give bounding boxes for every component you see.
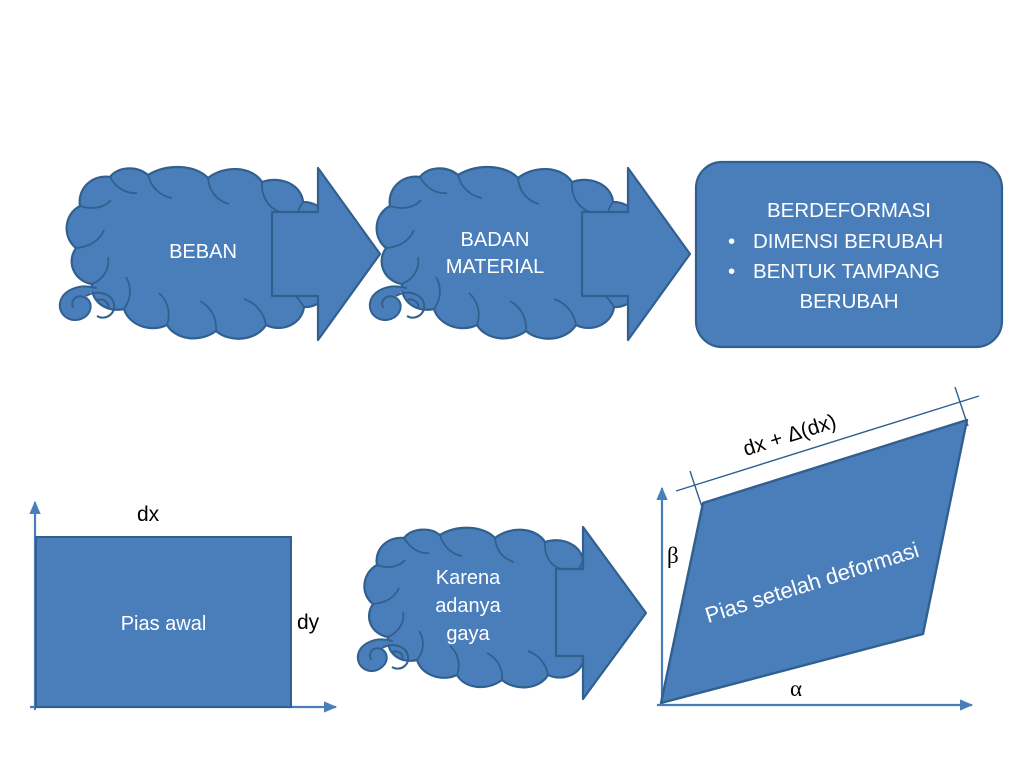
deformed-element-shape — [659, 418, 969, 705]
cloud-label-gaya: gaya — [446, 623, 490, 645]
result-box-shape — [694, 160, 1004, 349]
deformed-top-dimension-line — [675, 386, 980, 511]
initial-element-width-label: dx — [137, 503, 160, 526]
initial-element-height-label: dy — [297, 611, 320, 634]
arrow-karena-to-deformed — [554, 525, 648, 701]
cloud-label-karena: Karena — [435, 567, 501, 589]
cloud-label-material: MATERIAL — [445, 256, 545, 278]
deformed-angle-alpha-label: α — [790, 676, 803, 701]
cloud-shape-karena-adanya-gaya — [356, 526, 616, 689]
cloud-label-beban: BEBAN — [169, 241, 237, 263]
result-box-bullet-2-continuation: BERUBAH — [799, 290, 899, 313]
arrow-beban-to-badan — [270, 166, 382, 342]
deformed-element-axes — [656, 486, 974, 711]
initial-element-label: Pias awal — [120, 613, 207, 635]
cloud-label-badan: BADAN — [460, 229, 530, 251]
deformed-angle-beta-label: β — [667, 543, 679, 568]
result-box-bullet-1: DIMENSI BERUBAH — [753, 230, 944, 253]
result-box-title: BERDEFORMASI — [766, 199, 932, 222]
result-box-bullet-marker-2: • — [728, 260, 736, 283]
result-box-bullet-2: BENTUK TAMPANG — [753, 260, 940, 283]
result-box-bullet-marker-1: • — [728, 230, 736, 253]
cloud-shape-badan-material — [368, 165, 648, 340]
initial-element-rect — [35, 536, 292, 708]
arrow-badan-to-result — [580, 166, 692, 342]
cloud-label-adanya: adanya — [435, 595, 501, 617]
